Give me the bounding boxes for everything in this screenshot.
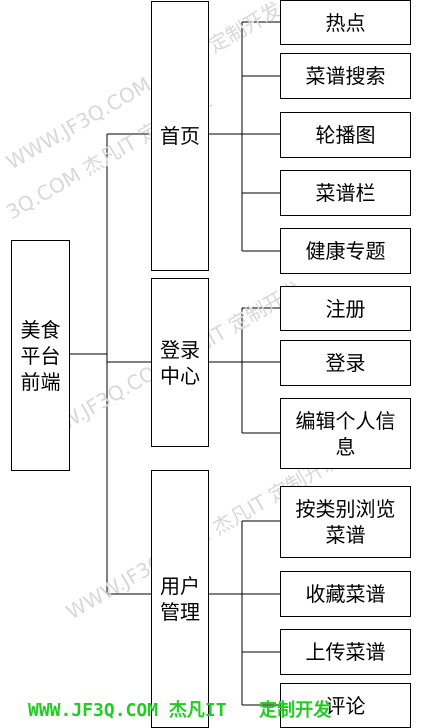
leaf-login: 登录 xyxy=(280,340,411,386)
leaf-register: 注册 xyxy=(280,286,411,331)
section-login-center: 登录 中心 xyxy=(151,278,209,447)
leaf-recipe-search: 菜谱搜索 xyxy=(280,53,411,99)
leaf-hot: 热点 xyxy=(280,0,411,45)
section-home: 首页 xyxy=(151,1,209,271)
section-user-management: 用户 管理 xyxy=(151,470,209,728)
leaf-comment: 评论 xyxy=(280,683,411,728)
leaf-carousel: 轮播图 xyxy=(280,112,411,158)
leaf-upload-recipe: 上传菜谱 xyxy=(280,629,411,675)
leaf-edit-profile: 编辑个人信 息 xyxy=(280,398,411,469)
leaf-health-topic: 健康专题 xyxy=(280,228,411,274)
footer-watermark: WWW.JF3Q.COM 杰凡IT 定制开发 xyxy=(28,700,332,721)
leaf-favorite-recipe: 收藏菜谱 xyxy=(280,571,411,617)
root-node: 美食 平台 前端 xyxy=(11,240,70,471)
leaf-browse-by-category: 按类别浏览 菜谱 xyxy=(280,486,411,558)
leaf-recipe-column: 菜谱栏 xyxy=(280,170,411,216)
